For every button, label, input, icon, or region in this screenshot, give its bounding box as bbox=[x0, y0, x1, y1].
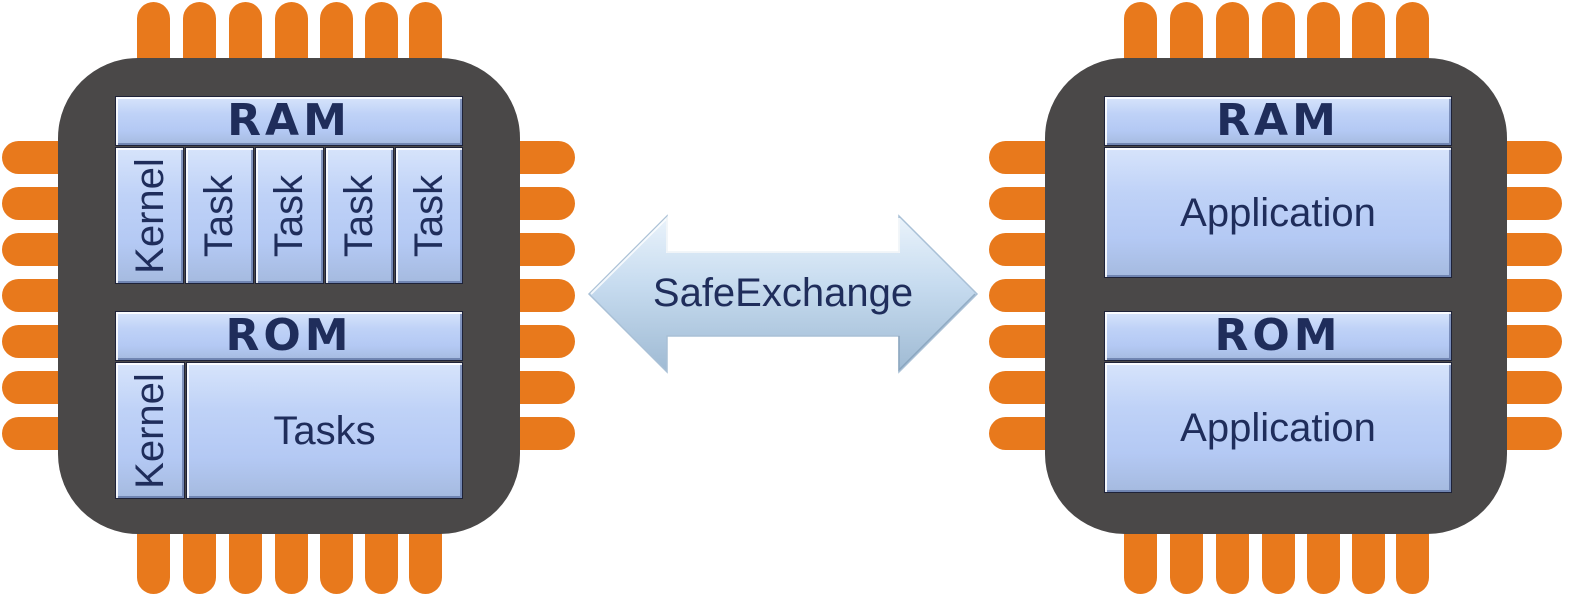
left-chip: RAM Kernel Task Task Task Task ROM Kerne… bbox=[0, 0, 590, 597]
ram-application-label: Application bbox=[1180, 190, 1376, 235]
rom-kernel-cell: Kernel bbox=[115, 362, 185, 499]
ram-header: RAM bbox=[1104, 96, 1452, 146]
right-chip: RAM Application ROM Application bbox=[987, 0, 1575, 597]
safeexchange-label: SafeExchange bbox=[652, 271, 914, 315]
rom-tasks-cell: Tasks bbox=[186, 362, 463, 499]
ram-task-cell: Task bbox=[325, 147, 394, 284]
ram-task-cell: Task bbox=[185, 147, 254, 284]
ram-kernel-label: Kernel bbox=[127, 157, 172, 274]
ram-header: RAM bbox=[115, 96, 463, 146]
rom-application-cell: Application bbox=[1104, 362, 1452, 493]
ram-task-label: Task bbox=[267, 174, 312, 257]
rom-application-label: Application bbox=[1180, 405, 1376, 450]
ram-task-label: Task bbox=[407, 174, 451, 257]
ram-task-label: Task bbox=[197, 174, 242, 257]
ram-application-cell: Application bbox=[1104, 147, 1452, 278]
rom-kernel-label: Kernel bbox=[128, 372, 172, 489]
ram-task-cell: Task bbox=[395, 147, 463, 284]
ram-kernel-cell: Kernel bbox=[115, 147, 184, 284]
ram-task-label: Task bbox=[337, 174, 382, 257]
rom-header: ROM bbox=[1104, 311, 1452, 361]
double-headed-arrow-icon bbox=[587, 214, 979, 374]
rom-header: ROM bbox=[115, 311, 463, 361]
rom-tasks-label: Tasks bbox=[273, 408, 376, 453]
ram-task-cell: Task bbox=[255, 147, 324, 284]
